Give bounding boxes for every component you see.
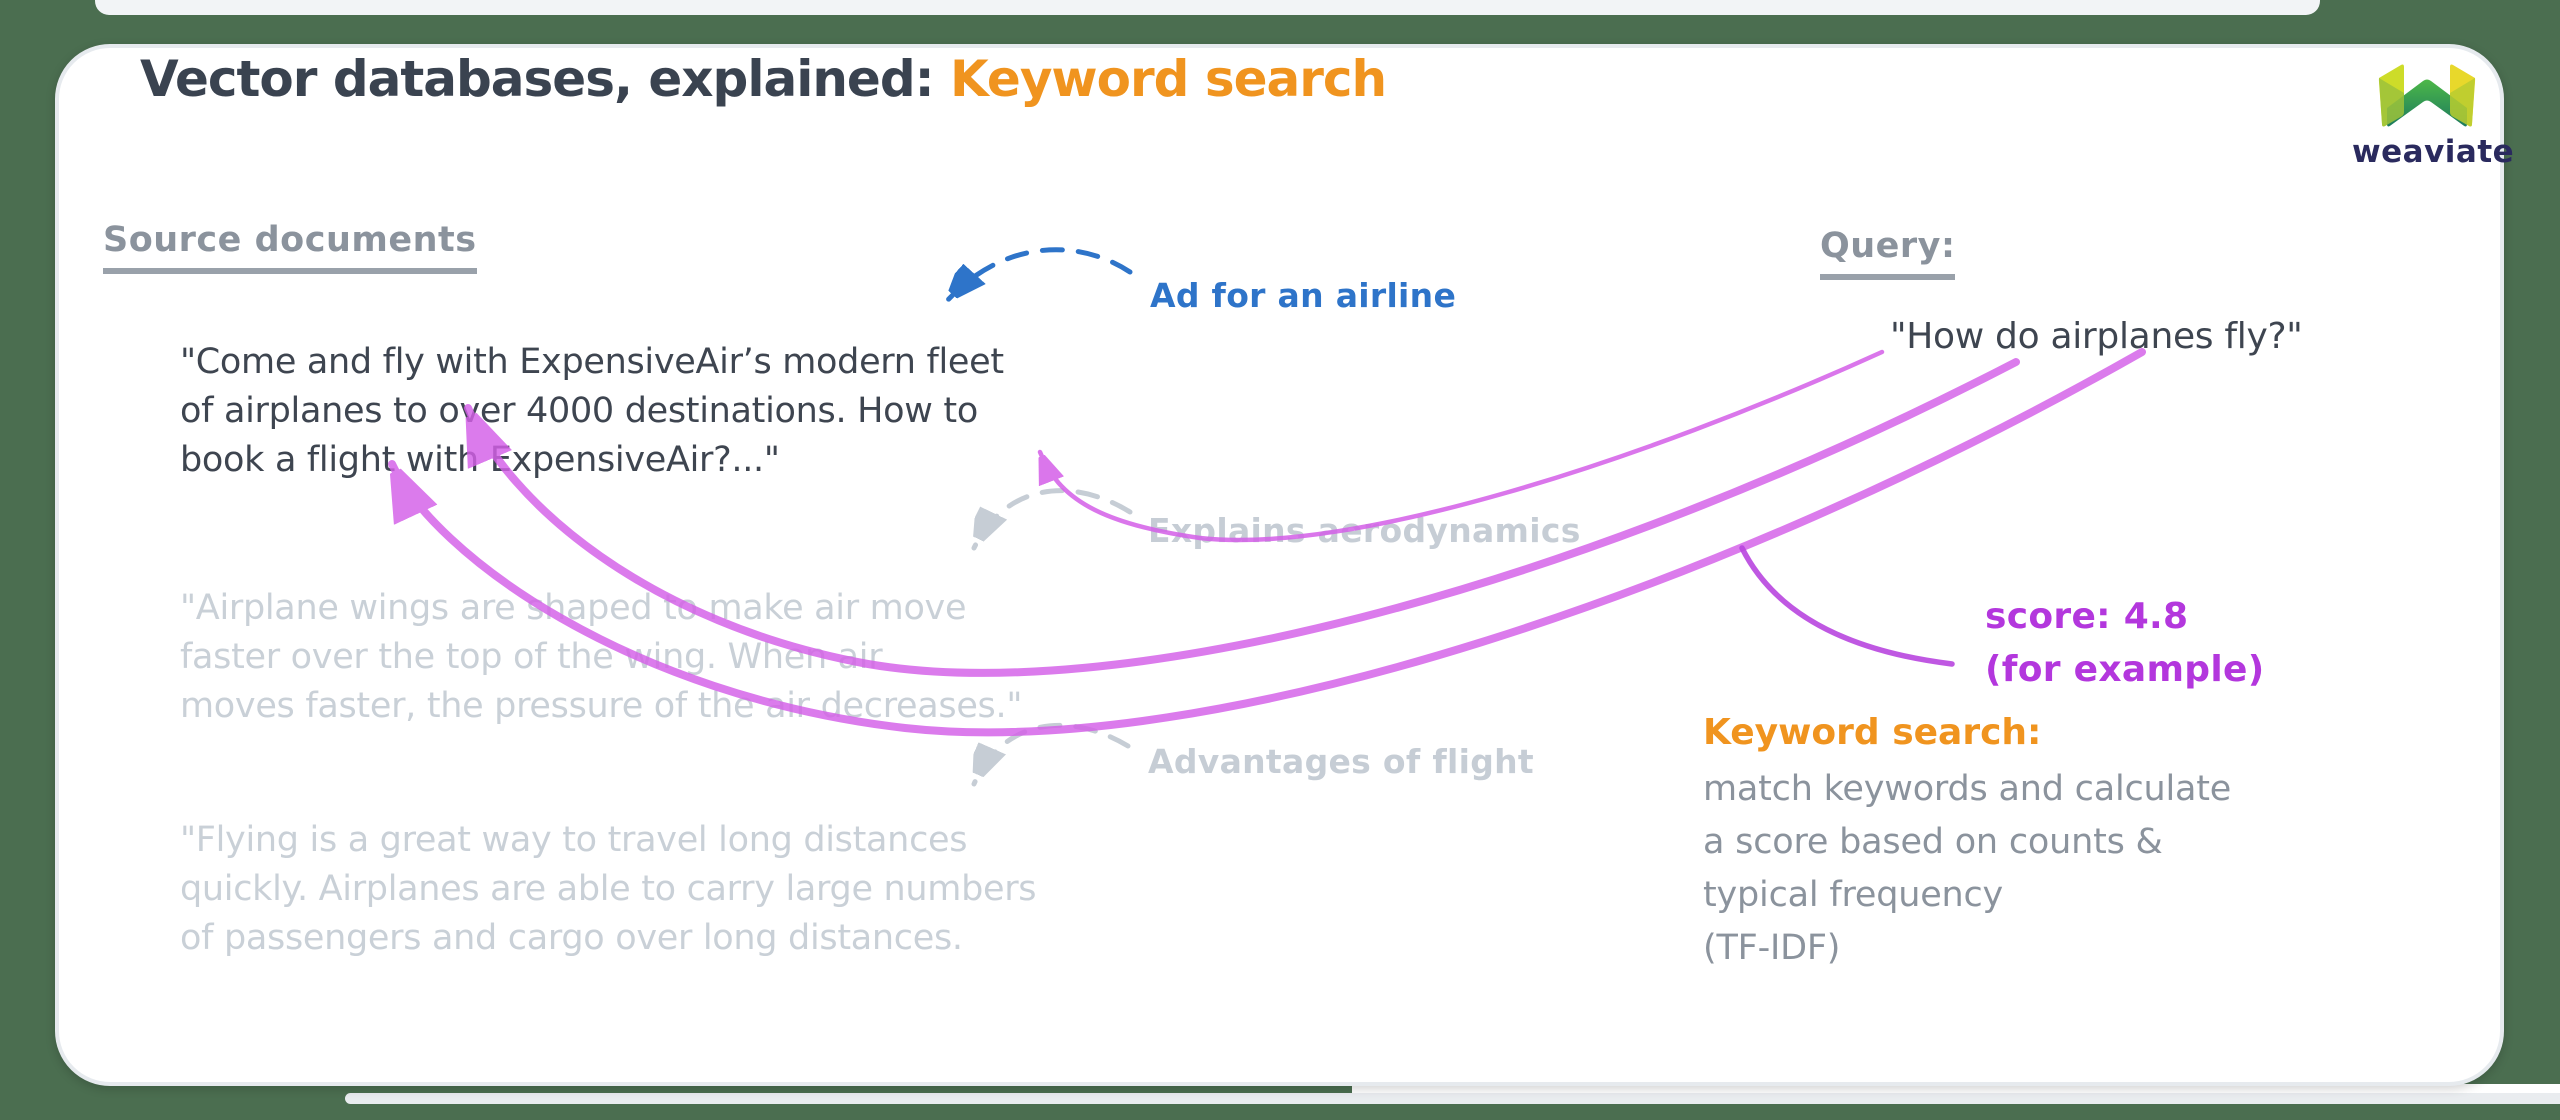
document-advantages: "Flying is a great way to travel long di… xyxy=(180,820,1037,958)
adjacent-slide-bottom-edge xyxy=(345,1093,2560,1104)
source-documents-heading: Source documents xyxy=(103,220,477,274)
keyword-search-description: match keywords and calculate a score bas… xyxy=(1703,769,2232,968)
score-label: score: 4.8 (for example) xyxy=(1985,596,2265,690)
page-title-highlight: Keyword search xyxy=(950,50,1387,108)
page-title-prefix: Vector databases, explained: xyxy=(140,50,951,108)
annotation-aerodynamics-label: Explains aerodynamics xyxy=(1148,511,1581,550)
document-airline-ad: "Come and fly with ExpensiveAir’s modern… xyxy=(180,342,1004,480)
weaviate-logo: weaviate xyxy=(2352,62,2515,170)
query-text: "How do airplanes fly?" xyxy=(1890,316,2303,357)
keyword-search-heading: Keyword search: xyxy=(1703,712,2042,753)
query-heading: Query: xyxy=(1820,226,1956,280)
document-aerodynamics: "Airplane wings are shaped to make air m… xyxy=(180,588,1023,726)
adjacent-slide-bottom-corner xyxy=(1352,1084,2560,1094)
page-title: Vector databases, explained: Keyword sea… xyxy=(140,50,1387,108)
adjacent-slide-top-edge xyxy=(95,0,2320,15)
weaviate-logo-text: weaviate xyxy=(2352,134,2515,170)
annotation-advantages-label: Advantages of flight xyxy=(1148,742,1534,781)
weaviate-logo-icon xyxy=(2378,64,2476,127)
annotation-ad-label: Ad for an airline xyxy=(1150,276,1457,315)
